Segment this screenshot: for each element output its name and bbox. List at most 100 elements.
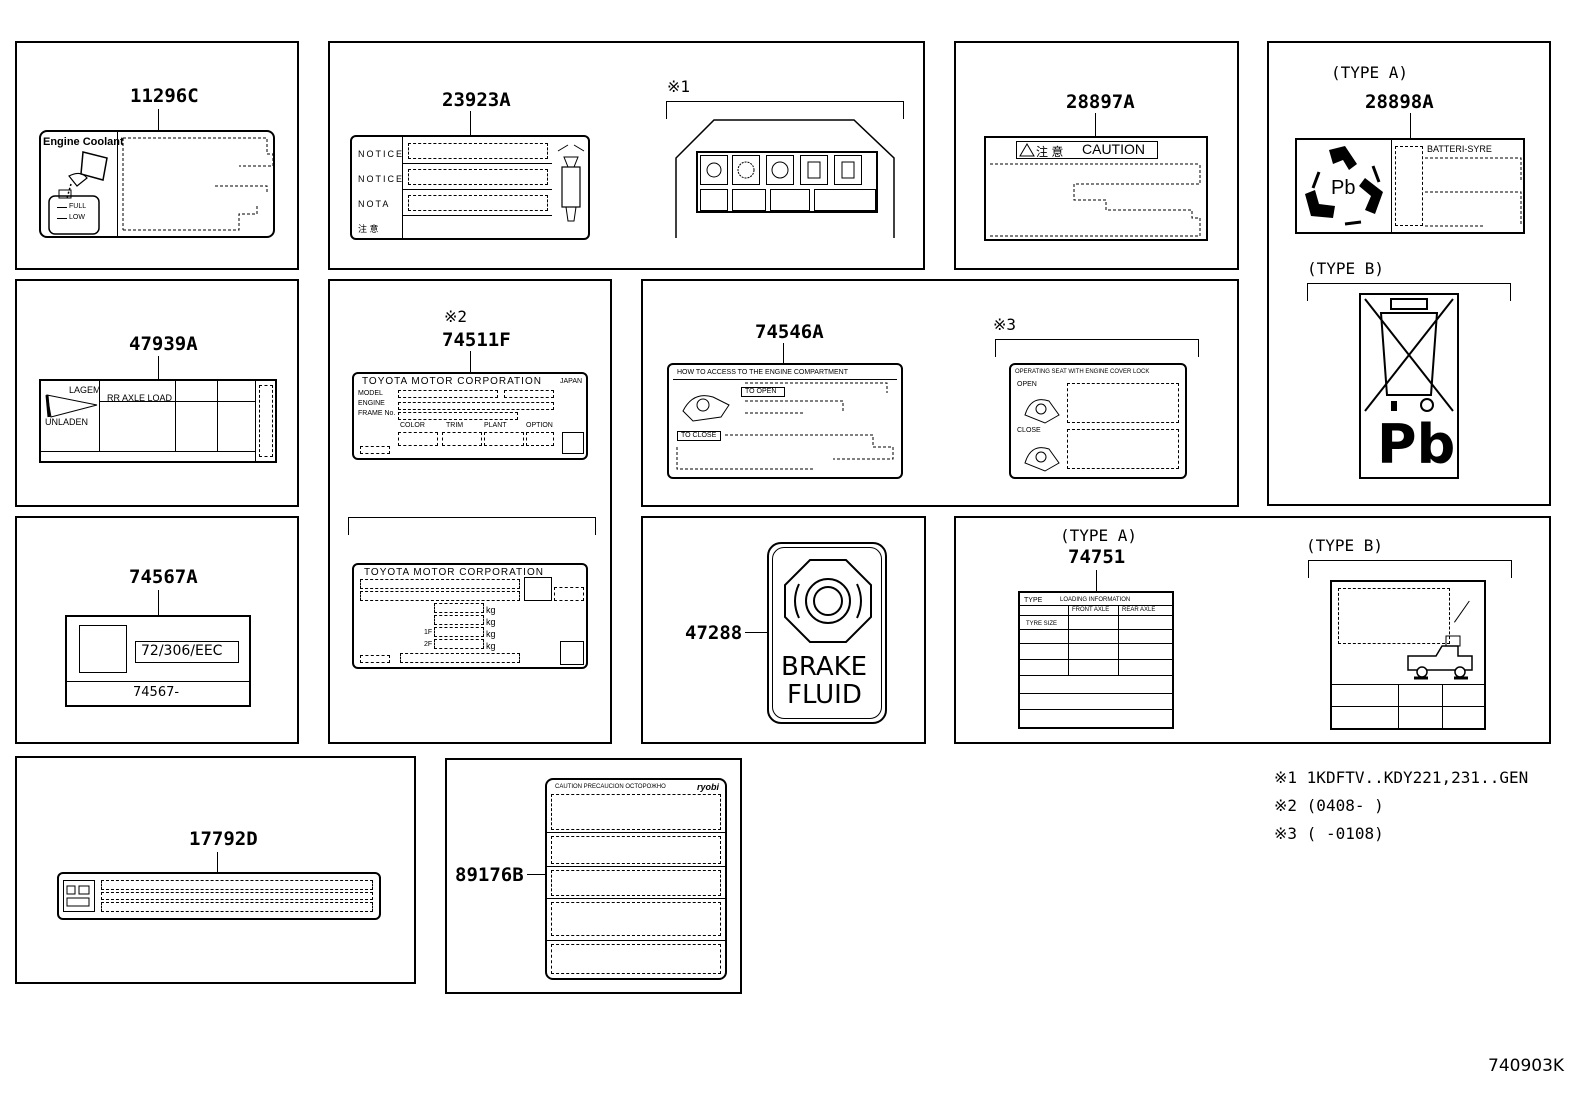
label-1kd-icons	[696, 151, 878, 213]
warning-triangle-icon	[1019, 143, 1035, 157]
rr-axle-load-text: RR AXLE LOAD	[107, 393, 173, 403]
recycle-icon: Pb	[1305, 146, 1383, 226]
part-number-74511f: 74511F	[442, 329, 511, 351]
footnote-1: ※1 1KDFTV..KDY221,231..GEN	[1274, 768, 1529, 787]
nota-text: NOTA	[358, 199, 391, 209]
engine-coolant-text: Engine Coolant	[43, 136, 124, 148]
p74567-text: 74567-	[133, 685, 180, 700]
notice-text-2: NOTICE	[358, 174, 405, 184]
caution-text-placeholder	[990, 163, 1201, 237]
panel-47288: 47288 BRAKE FLUID	[641, 516, 926, 744]
truck-tilt-icon	[45, 394, 98, 418]
part-number-74567a: 74567A	[129, 566, 198, 588]
f1-text: 1F	[424, 629, 433, 636]
kg-text-1: kg	[486, 605, 496, 615]
label-eec: 72/306/EEC 74567-	[65, 615, 251, 707]
label-loading-info: TYPE LOADING INFORMATION FRONT AXLE REAR…	[1018, 591, 1174, 729]
rear-axle-text: REAR AXLE	[1122, 607, 1156, 613]
seat-operate-icons	[1024, 399, 1060, 472]
part-number-11296c: 11296C	[130, 85, 199, 107]
battery-text-placeholder	[1425, 157, 1522, 227]
access-text-placeholder-1	[745, 382, 888, 414]
fluid-text: FLUID	[787, 680, 862, 710]
mark-1-a: ※1	[667, 77, 691, 96]
label-pb-bin: Pb	[1359, 293, 1459, 479]
part-number-74546a: 74546A	[755, 321, 824, 343]
seat-open-icon	[682, 395, 730, 422]
caution-jp-text: 注 意	[1036, 145, 1064, 159]
access-text-placeholder-2	[676, 434, 894, 470]
eec-box	[135, 641, 239, 663]
option-text: OPTION	[526, 422, 553, 429]
label-engine-access: HOW TO ACCESS TO THE ENGINE COMPARTMENT …	[667, 363, 903, 479]
low-text: LOW	[69, 214, 85, 221]
label-operating-seat: OPERATING SEAT WITH ENGINE COVER LOCK OP…	[1009, 363, 1187, 479]
close-text: CLOSE	[1017, 427, 1041, 434]
eec-text: 72/306/EEC	[141, 643, 223, 659]
type-a-label-1: (TYPE A)	[1331, 63, 1409, 82]
warning-icons	[706, 161, 855, 179]
footnote-2: ※2 (0408- )	[1274, 796, 1384, 815]
label-1kd-shape	[675, 119, 895, 238]
panel-74546a: 74546A HOW TO ACCESS TO THE ENGINE COMPA…	[641, 279, 1239, 507]
pb-text: Pb	[1377, 413, 1456, 476]
lagem-text: LAGEM	[69, 385, 101, 395]
plant-text: PLANT	[484, 422, 507, 429]
type-text: TYPE	[1024, 597, 1043, 604]
label-notice: NOTICE NOTICE NOTA 注 意	[350, 135, 590, 240]
kg-text-3: kg	[486, 629, 496, 639]
panel-74751: (TYPE A) 74751 TYPE LOADING INFORMATION …	[954, 516, 1551, 744]
batteri-text: BATTERI-SYRE	[1427, 144, 1492, 154]
f2-text: 2F	[424, 641, 433, 648]
operating-seat-text: OPERATING SEAT WITH ENGINE COVER LOCK	[1015, 369, 1150, 375]
toyota-motor-text-1: TOYOTA MOTOR CORPORATION	[362, 376, 542, 387]
chinese-text: 注 意	[358, 224, 379, 234]
mark-2: ※2	[444, 307, 468, 326]
brake-warning-icon	[784, 559, 872, 643]
part-number-89176b: 89176B	[455, 864, 524, 886]
label-air-filter	[57, 872, 381, 920]
part-number-23923a: 23923A	[442, 89, 511, 111]
panel-28898a: (TYPE A) 28898A Pb BATTERI-SYRE (TYPE B)…	[1267, 41, 1551, 506]
coolant-text-placeholder	[122, 137, 274, 231]
label-caution: 注 意 CAUTION	[984, 136, 1208, 241]
crossed-bin-icon	[1364, 298, 1454, 412]
part-number-74751: 74751	[1068, 546, 1126, 568]
bracket-1	[666, 101, 904, 119]
japan-text: JAPAN	[560, 378, 583, 385]
panel-74567a: 74567A 72/306/EEC 74567-	[15, 516, 299, 744]
label-weight-plate: TOYOTA MOTOR CORPORATION kg kg kg kg 1F …	[352, 563, 588, 669]
part-number-28897a: 28897A	[1066, 91, 1135, 113]
to-close-text: TO CLOSE	[681, 432, 717, 439]
loading-info-text: LOADING INFORMATION	[1060, 597, 1131, 603]
panel-17792d: 17792D	[15, 756, 416, 984]
color-text: COLOR	[400, 422, 425, 429]
type-b-label-1: (TYPE B)	[1307, 259, 1385, 278]
ryobi-text: ryobi	[697, 782, 720, 792]
diagram-id: 740903K	[1488, 1056, 1565, 1076]
unladen-text: UNLADEN	[45, 417, 89, 427]
coolant-pour-icon	[48, 151, 108, 235]
how-to-access-text: HOW TO ACCESS TO THE ENGINE COMPARTMENT	[677, 369, 849, 376]
type-b-label-2: (TYPE B)	[1306, 536, 1384, 555]
label-caution-multi: CAUTION PRECAUCION OCTOPOЖHO ryobi	[545, 778, 727, 980]
footnote-3: ※3 ( -0108)	[1274, 824, 1384, 843]
model-text: MODEL	[358, 390, 383, 397]
svg-text:Pb: Pb	[1331, 177, 1355, 199]
label-axle-load: LAGEM RR AXLE LOAD UNLADEN	[39, 379, 277, 463]
tyre-size-text: TYRE SIZE	[1026, 621, 1058, 627]
panel-23923a: 23923A NOTICE NOTICE NOTA 注 意 ※1	[328, 41, 925, 270]
notice-text-1: NOTICE	[358, 149, 405, 159]
panel-74511f: ※2 74511F TOYOTA MOTOR CORPORATION JAPAN…	[328, 279, 612, 744]
frame-text: FRAME No.	[358, 410, 396, 417]
label-model-plate: TOYOTA MOTOR CORPORATION JAPAN MODEL ENG…	[352, 372, 588, 460]
panel-47939a: 47939A LAGEM RR AXLE LOAD UNLADEN	[15, 279, 299, 507]
front-axle-text: FRONT AXLE	[1072, 607, 1110, 613]
label-battery-recycle: Pb BATTERI-SYRE	[1295, 138, 1525, 234]
part-number-28898a: 28898A	[1365, 91, 1434, 113]
part-number-47939a: 47939A	[129, 333, 198, 355]
part-number-17792d: 17792D	[189, 828, 258, 850]
to-open-text: TO OPEN	[745, 388, 777, 395]
label-engine-coolant: Engine Coolant FULL LOW	[39, 130, 275, 238]
trim-text: TRIM	[446, 422, 464, 429]
